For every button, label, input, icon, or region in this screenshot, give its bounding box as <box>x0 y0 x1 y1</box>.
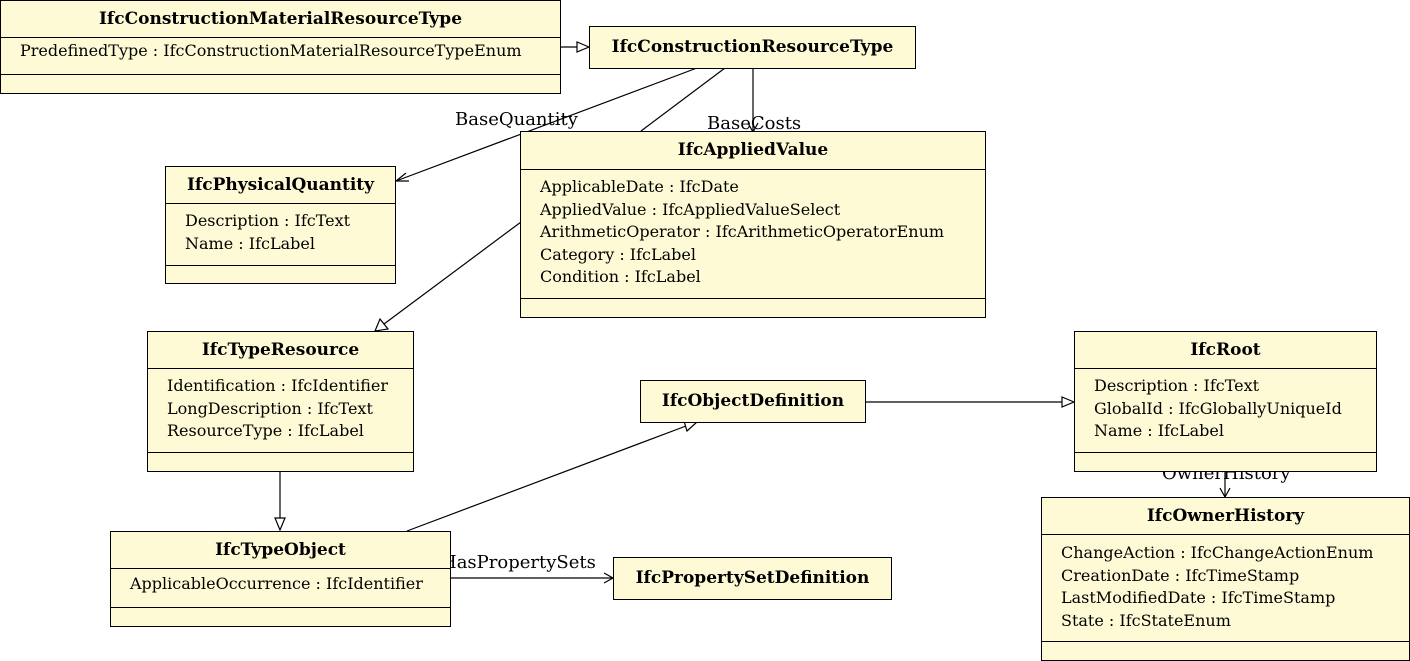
class-attributes: Description : IfcText Name : IfcLabel <box>166 203 395 265</box>
class-ifc-type-object[interactable]: IfcTypeObject ApplicableOccurrence : Ifc… <box>110 531 451 627</box>
generalization-arrowhead <box>374 317 390 332</box>
attribute: LastModifiedDate : IfcTimeStamp <box>1061 588 1336 607</box>
generalization-arrowhead <box>1061 396 1076 408</box>
class-ifc-applied-value[interactable]: IfcAppliedValue ApplicableDate : IfcDate… <box>520 131 986 318</box>
label-base-costs: BaseCosts <box>707 113 801 134</box>
attribute: ApplicableOccurrence : IfcIdentifier <box>130 574 423 593</box>
attribute: Category : IfcLabel <box>540 244 696 264</box>
class-attributes: Identification : IfcIdentifier LongDescr… <box>148 368 413 452</box>
class-title: IfcRoot <box>1190 340 1261 360</box>
attribute: Condition : IfcLabel <box>540 267 701 286</box>
class-attributes: ApplicableDate : IfcDate AppliedValue : … <box>521 169 985 298</box>
label-has-property-sets: HasPropertySets <box>441 552 596 573</box>
class-ifc-construction-resource-type[interactable]: IfcConstructionResourceType <box>589 26 916 69</box>
class-operations <box>1075 452 1376 472</box>
class-operations <box>111 607 450 627</box>
class-operations <box>1042 641 1409 661</box>
attribute: ArithmeticOperator : IfcArithmeticOperat… <box>540 222 945 241</box>
class-ifc-owner-history[interactable]: IfcOwnerHistory ChangeAction : IfcChange… <box>1041 497 1410 661</box>
attribute: Description : IfcText <box>1094 376 1260 395</box>
generalization-arrowhead <box>274 517 286 532</box>
attribute: GlobalId : IfcGloballyUniqueId <box>1094 398 1342 418</box>
class-ifc-physical-quantity[interactable]: IfcPhysicalQuantity Description : IfcTex… <box>165 166 396 284</box>
class-title: IfcTypeResource <box>201 340 360 360</box>
attribute: Name : IfcLabel <box>1094 421 1224 440</box>
attribute: ResourceType : IfcLabel <box>167 421 364 440</box>
class-title: IfcPhysicalQuantity <box>186 175 375 195</box>
class-title: IfcObjectDefinition <box>661 391 845 411</box>
attribute: AppliedValue : IfcAppliedValueSelect <box>540 199 841 219</box>
class-title: IfcConstructionMaterialResourceType <box>98 9 463 29</box>
class-ifc-type-resource[interactable]: IfcTypeResource Identification : IfcIden… <box>147 331 414 472</box>
class-attributes: PredefinedType : IfcConstructionMaterial… <box>1 37 560 74</box>
attribute: Name : IfcLabel <box>185 233 315 253</box>
class-attributes: ApplicableOccurrence : IfcIdentifier <box>111 568 450 607</box>
attribute: Description : IfcText <box>185 211 351 230</box>
class-attributes: ChangeAction : IfcChangeActionEnum Creat… <box>1042 534 1409 641</box>
attribute: State : IfcStateEnum <box>1061 610 1231 630</box>
generalization-arrowhead <box>576 41 591 53</box>
attribute: PredefinedType : IfcConstructionMaterial… <box>20 41 522 60</box>
attribute: ApplicableDate : IfcDate <box>540 177 739 196</box>
attribute: LongDescription : IfcText <box>167 398 373 418</box>
class-ifc-object-definition[interactable]: IfcObjectDefinition <box>640 380 866 423</box>
class-ifc-root[interactable]: IfcRoot Description : IfcText GlobalId :… <box>1074 331 1377 472</box>
attribute: ChangeAction : IfcChangeActionEnum <box>1061 543 1374 562</box>
class-attributes: Description : IfcText GlobalId : IfcGlob… <box>1075 368 1376 452</box>
label-base-quantity: BaseQuantity <box>455 109 579 130</box>
class-ifc-property-set-definition[interactable]: IfcPropertySetDefinition <box>613 557 892 600</box>
association-arrowhead <box>394 172 409 182</box>
generalization-construction-to-typeresource <box>640 67 726 132</box>
class-title: IfcOwnerHistory <box>1146 506 1305 526</box>
class-operations <box>521 298 985 318</box>
association-base-quantity <box>395 67 698 182</box>
class-operations <box>1 74 560 94</box>
class-title: IfcTypeObject <box>215 540 346 560</box>
class-title: IfcPropertySetDefinition <box>635 568 870 588</box>
attribute: Identification : IfcIdentifier <box>167 376 388 395</box>
class-ifc-construction-material-resource-type[interactable]: IfcConstructionMaterialResourceType Pred… <box>0 0 561 94</box>
class-operations <box>148 452 413 472</box>
class-title: IfcConstructionResourceType <box>611 37 894 57</box>
class-operations <box>166 265 395 284</box>
attribute: CreationDate : IfcTimeStamp <box>1061 565 1300 585</box>
generalization-typeobject-to-objectdefinition <box>406 425 687 532</box>
class-title: IfcAppliedValue <box>677 140 829 160</box>
